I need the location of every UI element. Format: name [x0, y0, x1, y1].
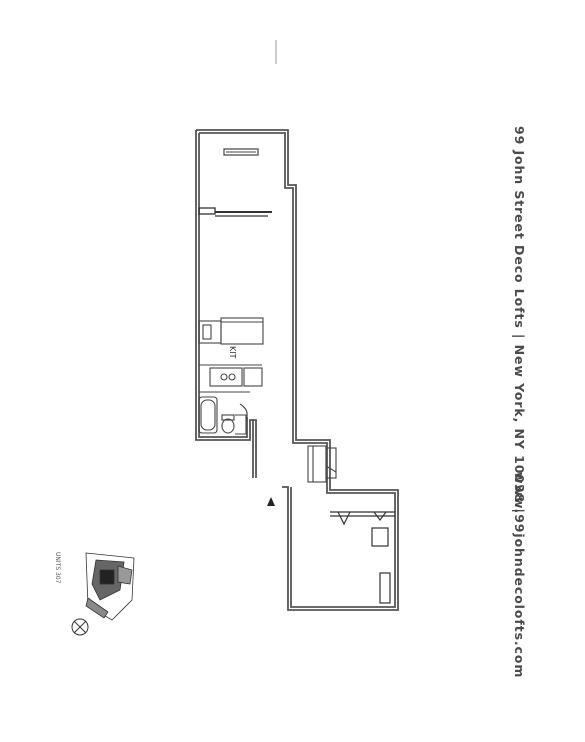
key-plan	[85, 552, 135, 621]
living-room-windows	[330, 511, 395, 604]
hall-closets	[307, 445, 337, 483]
kitchen-counter	[198, 317, 264, 387]
room-label-kitchen: KIT	[228, 346, 237, 359]
key-plan-label: UNITS 307	[54, 552, 61, 584]
closet-shelf	[198, 207, 272, 217]
window-top	[223, 148, 259, 156]
north-compass-icon	[71, 618, 89, 636]
entry-arrow-icon	[267, 497, 275, 506]
bathroom	[198, 391, 250, 435]
exterior-walls	[195, 129, 399, 611]
